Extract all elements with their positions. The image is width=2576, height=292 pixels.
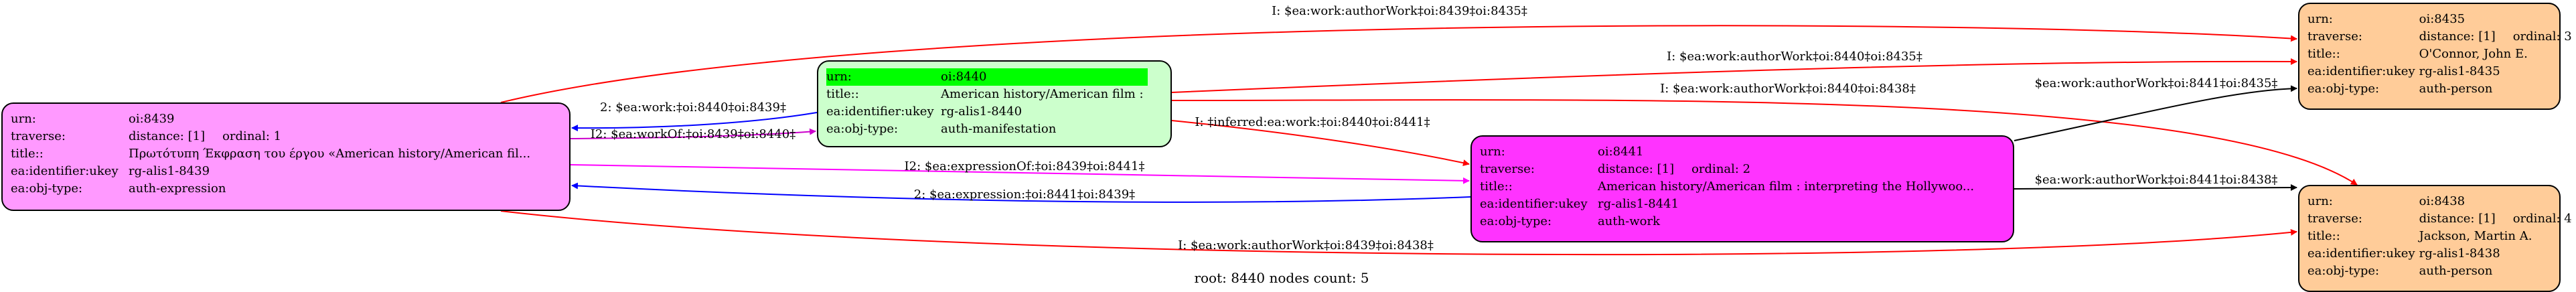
field-value-obj-type: auth-person — [2419, 264, 2493, 278]
edge-label-8440-8435: I: $ea:work:authorWork‡oi:8440‡oi:8435‡ — [1667, 50, 1922, 64]
edge-8439-8435 — [500, 25, 2297, 103]
field-key-title: title:: — [826, 87, 859, 101]
field-key-obj-type: ea:obj-type: — [11, 181, 83, 196]
node-oi-8438[interactable]: urn: oi:8438 traverse: distance: [1] ordina… — [2298, 185, 2572, 292]
node-oi-8440[interactable]: urn:oi:8440 title::American history/Amer… — [817, 60, 1172, 147]
field-key-ukey: ea:identifier:ukey — [2307, 246, 2415, 261]
edge-label-8440-8439: 2: $ea:work:‡oi:8440‡oi:8439‡ — [600, 100, 786, 115]
field-key-ukey: ea:identifier:ukey — [826, 104, 934, 119]
field-value-urn: oi:8439 — [129, 112, 175, 126]
field-value-ukey: rg-alis1-8438 — [2419, 246, 2500, 261]
edge-8440-8439 — [571, 112, 818, 132]
node-fields: urn: oi:8441 traverse: distance: [1] ordina… — [1480, 143, 1978, 230]
field-key-traverse: traverse: — [1480, 162, 1535, 176]
node-oi-8439[interactable]: urn: oi:8439 traverse: distance: [1] ordina… — [1, 102, 571, 211]
node-oi-8441[interactable]: urn: oi:8441 traverse: distance: [1] ordina… — [1470, 135, 2014, 242]
field-key-traverse: traverse: — [2307, 29, 2362, 44]
edge-8441-8438 — [2014, 184, 2297, 192]
ordinal-value: ordinal: 1 — [222, 129, 282, 143]
field-key-urn: urn: — [1480, 145, 1505, 159]
field-key-urn: urn: — [11, 112, 36, 126]
edge-label-8439-8441: I2: $ea:expressionOf:‡oi:8439‡oi:8441‡ — [905, 159, 1145, 173]
ordinal-value: ordinal: 3 — [2512, 29, 2572, 44]
edge-8439-8438 — [500, 210, 2297, 256]
edge-label-8441-8438: $ea:work:authorWork‡oi:8441‡oi:8438‡ — [2035, 173, 2278, 187]
node-fields: urn: oi:8439 traverse: distance: [1] ordina… — [11, 111, 534, 198]
node-fields: urn: oi:8435 traverse: distance: [1] ordina… — [2307, 11, 2576, 98]
field-value-ukey: rg-alis1-8441 — [1598, 197, 1679, 211]
field-value-urn: oi:8441 — [1598, 145, 1644, 159]
edge-label-8440-8438: I: $ea:work:authorWork‡oi:8440‡oi:8438‡ — [1660, 82, 1916, 96]
field-value-obj-type: auth-expression — [129, 181, 226, 196]
distance-value: distance: [1] — [2419, 29, 2496, 44]
edge-8439-8440 — [570, 128, 816, 139]
distance-value: distance: [1] — [2419, 212, 2496, 226]
node-fields: urn: oi:8438 traverse: distance: [1] ordina… — [2307, 193, 2576, 280]
field-key-ukey: ea:identifier:ukey — [2307, 64, 2415, 78]
field-key-urn: urn: — [2307, 12, 2333, 26]
field-key-traverse: traverse: — [11, 129, 66, 143]
field-value-obj-type: auth-person — [2419, 82, 2493, 96]
node-fields: urn:oi:8440 title::American history/Amer… — [826, 68, 1148, 138]
field-key-urn: urn: — [2307, 194, 2333, 208]
field-value-urn: oi:8438 — [2419, 194, 2466, 208]
edge-8440-8438 — [1171, 99, 2358, 186]
field-key-ukey: ea:identifier:ukey — [11, 164, 119, 178]
field-key-urn: urn: — [826, 68, 941, 86]
edge-8440-8435 — [1171, 58, 2297, 93]
edge-8439-8441 — [570, 164, 1470, 184]
field-key-title: title:: — [11, 147, 44, 161]
edge-8441-8439 — [571, 182, 1471, 203]
field-key-title: title:: — [1480, 179, 1513, 194]
ordinal-value: ordinal: 4 — [2512, 212, 2572, 226]
field-key-obj-type: ea:obj-type: — [1480, 214, 1552, 228]
field-value-ukey: rg-alis1-8440 — [941, 104, 1022, 119]
field-value-traverse: distance: [1] ordinal: 4 — [2419, 210, 2576, 228]
field-value-traverse: distance: [1] ordinal: 3 — [2419, 28, 2576, 46]
field-key-ukey: ea:identifier:ukey — [1480, 197, 1588, 211]
edge-label-8439-8435: I: $ea:work:authorWork‡oi:8439‡oi:8435‡ — [1272, 4, 1527, 18]
field-value-title: American history/American film : — [941, 87, 1144, 101]
field-key-obj-type: ea:obj-type: — [2307, 264, 2380, 278]
distance-value: distance: [1] — [129, 129, 206, 143]
graph-canvas: I: $ea:work:authorWork‡oi:8439‡oi:8435‡ … — [500, 4, 2358, 256]
field-value-ukey: rg-alis1-8439 — [129, 164, 210, 178]
edge-label-8441-8435: $ea:work:authorWork‡oi:8441‡oi:8435‡ — [2035, 76, 2278, 90]
field-key-traverse: traverse: — [2307, 212, 2362, 226]
field-value-traverse: distance: [1] ordinal: 2 — [1598, 161, 1978, 178]
edge-label-8439-8440: I2: $ea:workOf:‡oi:8439‡oi:8440‡ — [591, 127, 795, 141]
edge-8440-8441 — [1171, 120, 1470, 167]
node-oi-8435[interactable]: urn: oi:8435 traverse: distance: [1] ordina… — [2298, 3, 2572, 110]
field-key-obj-type: ea:obj-type: — [826, 122, 899, 136]
field-value-obj-type: auth-manifestation — [941, 122, 1057, 136]
field-value-ukey: rg-alis1-8435 — [2419, 64, 2500, 78]
field-key-title: title:: — [2307, 47, 2340, 61]
ordinal-value: ordinal: 2 — [1691, 162, 1751, 176]
field-value-urn: oi:8440 — [941, 68, 1148, 86]
edge-8441-8435 — [2014, 85, 2297, 141]
distance-value: distance: [1] — [1598, 162, 1675, 176]
field-value-title: Jackson, Martin A. — [2419, 229, 2532, 243]
field-value-urn: oi:8435 — [2419, 12, 2466, 26]
field-value-title: American history/American film : interpr… — [1598, 179, 1975, 194]
field-value-traverse: distance: [1] ordinal: 1 — [129, 128, 534, 145]
edge-label-8440-8441: I: ‡inferred:ea:work:‡oi:8440‡oi:8441‡ — [1195, 115, 1430, 129]
graph-footer: root: 8440 nodes count: 5 — [1194, 270, 1369, 286]
field-key-obj-type: ea:obj-type: — [2307, 82, 2380, 96]
field-value-title: Πρωτότυπη Έκφραση του έργου «American hi… — [129, 147, 531, 161]
field-value-obj-type: auth-work — [1598, 214, 1660, 228]
edge-label-8441-8439: 2: $ea:expression:‡oi:8441‡oi:8439‡ — [914, 188, 1135, 202]
field-value-title: O'Connor, John E. — [2419, 47, 2528, 61]
field-key-title: title:: — [2307, 229, 2340, 243]
edge-label-8439-8438: I: $ea:work:authorWork‡oi:8439‡oi:8438‡ — [1178, 238, 1434, 252]
